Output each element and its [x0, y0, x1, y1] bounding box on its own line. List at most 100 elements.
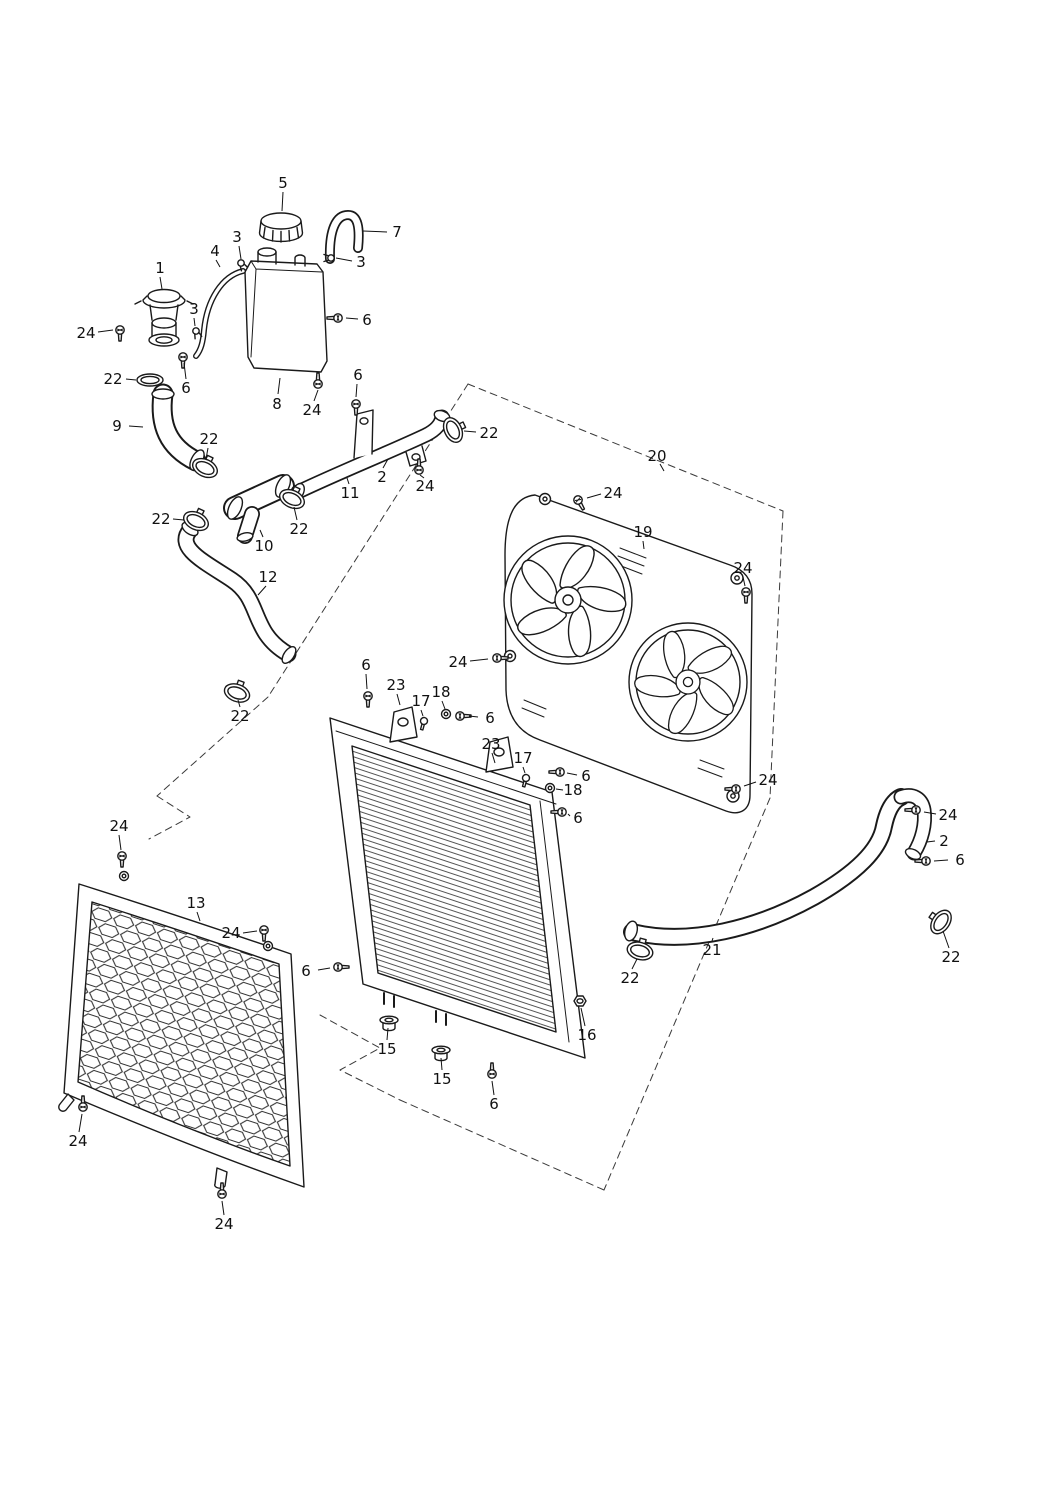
part-label-24: 24 [415, 477, 434, 495]
leader-line-15 [440, 1057, 443, 1071]
part-label-7: 7 [392, 223, 402, 241]
bolt-6 [548, 767, 565, 777]
leader-line-21 [711, 937, 714, 942]
part-label-2: 2 [939, 832, 949, 850]
leader-line-6 [468, 715, 479, 718]
part-label-6: 6 [301, 962, 311, 980]
part-label-22: 22 [230, 707, 249, 725]
pin-17 [417, 716, 429, 732]
filler-o-ring [136, 373, 164, 387]
leader-line-22 [205, 447, 209, 460]
lower-radiator-hose [177, 521, 297, 664]
part-label-9: 9 [112, 417, 122, 435]
radiator [329, 706, 586, 1059]
part-label-24: 24 [68, 1132, 87, 1150]
part-label-6: 6 [181, 379, 191, 397]
screw-24 [117, 851, 127, 868]
radiator-cap [134, 288, 194, 347]
part-label-3: 3 [232, 228, 242, 246]
leader-line-6 [345, 317, 359, 320]
part-label-6: 6 [353, 366, 363, 384]
bolt-6 [363, 691, 373, 708]
leader-line-22 [172, 518, 185, 521]
leader-line-13 [196, 911, 201, 922]
reservoir-cap [258, 212, 304, 243]
part-label-3: 3 [189, 300, 199, 318]
part-label-11: 11 [340, 484, 359, 502]
part-label-24: 24 [76, 324, 95, 342]
washer-18 [440, 708, 452, 720]
part-label-24: 24 [221, 924, 240, 942]
leader-line-9 [128, 425, 144, 428]
part-label-22: 22 [289, 520, 308, 538]
screw-24 [904, 805, 921, 815]
water-pipe [290, 409, 451, 502]
part-label-8: 8 [272, 395, 282, 413]
leader-line-2 [382, 458, 389, 469]
leader-line-24 [742, 576, 746, 587]
leader-line-24 [923, 811, 937, 815]
leader-line-22 [631, 958, 638, 970]
part-label-4: 4 [210, 242, 220, 260]
leader-line-6 [491, 1080, 495, 1096]
part-label-24: 24 [214, 1215, 233, 1233]
leader-line-24 [469, 658, 489, 662]
clamp-22 [221, 676, 255, 707]
leader-line-7 [362, 230, 388, 233]
part-label-24: 24 [603, 484, 622, 502]
leader-line-5 [281, 191, 284, 212]
part-label-22: 22 [151, 510, 170, 528]
part-label-6: 6 [955, 851, 965, 869]
leader-line-24 [221, 1200, 225, 1216]
cooling-fan-right [628, 622, 748, 742]
leader-line-6 [183, 362, 187, 380]
leader-line-3 [335, 257, 353, 262]
part-label-22: 22 [103, 370, 122, 388]
screw-24 [313, 372, 323, 389]
leader-line-2 [926, 840, 936, 843]
part-label-1: 1 [155, 259, 165, 277]
reservoir-tank [244, 247, 328, 373]
leader-line-24 [78, 1113, 83, 1133]
part-label-21: 21 [702, 941, 721, 959]
bolt-6 [178, 352, 188, 369]
part-label-15: 15 [377, 1040, 396, 1058]
leader-line-6 [567, 813, 571, 817]
leader-line-6 [365, 673, 368, 690]
part-label-17: 17 [411, 692, 430, 710]
bolt-6 [455, 711, 472, 721]
part-label-6: 6 [362, 311, 372, 329]
leader-line-6 [317, 967, 331, 971]
leader-line-6 [566, 772, 578, 776]
leader-line-12 [257, 585, 267, 596]
leader-line-22 [237, 699, 241, 708]
part-label-6: 6 [485, 709, 495, 727]
leader-line-17 [522, 766, 526, 774]
part-label-6: 6 [489, 1095, 499, 1113]
screw-24 [259, 925, 269, 942]
part-label-18: 18 [563, 781, 582, 799]
grille [58, 870, 305, 1189]
leader-line-22 [942, 930, 950, 949]
leader-line-23 [491, 752, 496, 764]
overflow-hose [324, 210, 364, 264]
leader-line-8 [277, 377, 281, 395]
grommet-15 [379, 1015, 399, 1032]
leader-line-19 [642, 540, 645, 550]
leader-line-4 [215, 259, 221, 268]
part-label-13: 13 [186, 894, 205, 912]
bolt-6 [326, 313, 343, 323]
part-label-10: 10 [254, 537, 273, 555]
leader-line-16 [580, 1007, 586, 1027]
water-pipe-right [893, 788, 932, 861]
leader-line-3 [193, 317, 196, 327]
clamp-22 [922, 903, 957, 939]
leader-line-22 [293, 506, 298, 521]
leader-line-23 [396, 693, 401, 706]
construction-lines [148, 383, 784, 1191]
part-label-24: 24 [109, 817, 128, 835]
part-label-24: 24 [758, 771, 777, 789]
part-label-6: 6 [581, 767, 591, 785]
